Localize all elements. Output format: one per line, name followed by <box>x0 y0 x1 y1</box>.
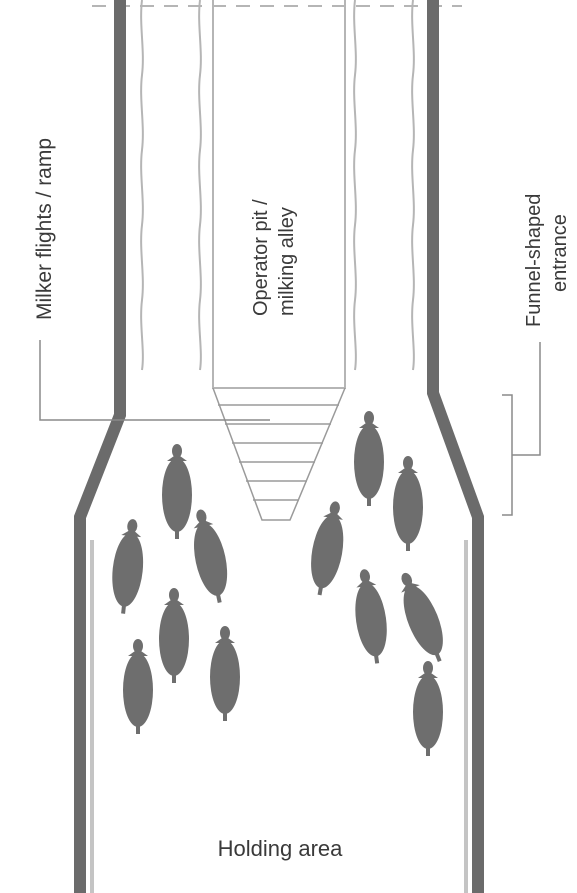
operator-pit-label-line2: milking alley <box>276 207 298 316</box>
cow-top-view-icon <box>393 456 423 551</box>
stall-line-left-outer <box>140 0 144 371</box>
cow-top-view-icon <box>162 444 192 539</box>
funnel-label-line1: Funnel-shaped <box>523 194 545 327</box>
funnel-entrance-label: Funnel-shaped entrance <box>523 194 571 327</box>
milker-flights-leader <box>39 340 270 421</box>
funnel-label-line2: entrance <box>549 214 571 292</box>
holding-area-label: Holding area <box>218 836 344 861</box>
cow-top-view-icon <box>185 506 235 606</box>
operator-pit-label-line1: Operator pit / <box>250 199 272 316</box>
stall-line-right-inner <box>353 0 357 371</box>
cow-top-view-icon <box>413 661 443 756</box>
cow-top-view-icon <box>304 498 351 598</box>
cow-top-view-icon <box>390 567 454 667</box>
operator-pit-label: Operator pit / milking alley <box>250 199 298 316</box>
cow-top-view-icon <box>354 411 384 506</box>
operator-pit-outline <box>212 0 346 389</box>
outer-wall-left <box>74 0 126 893</box>
stall-line-right-outer <box>411 0 415 371</box>
cow-top-view-icon <box>123 639 153 734</box>
funnel-bracket <box>502 342 541 516</box>
cow-top-view-icon <box>349 567 393 666</box>
stall-line-left-inner <box>198 0 202 371</box>
milker-flights-label: Milker flights / ramp <box>33 138 56 320</box>
cow-top-view-icon <box>159 588 189 683</box>
cow-top-view-icon <box>210 626 240 721</box>
cow-top-view-icon <box>108 517 148 616</box>
outer-wall-right <box>427 0 484 893</box>
milker-ramp <box>212 387 346 521</box>
